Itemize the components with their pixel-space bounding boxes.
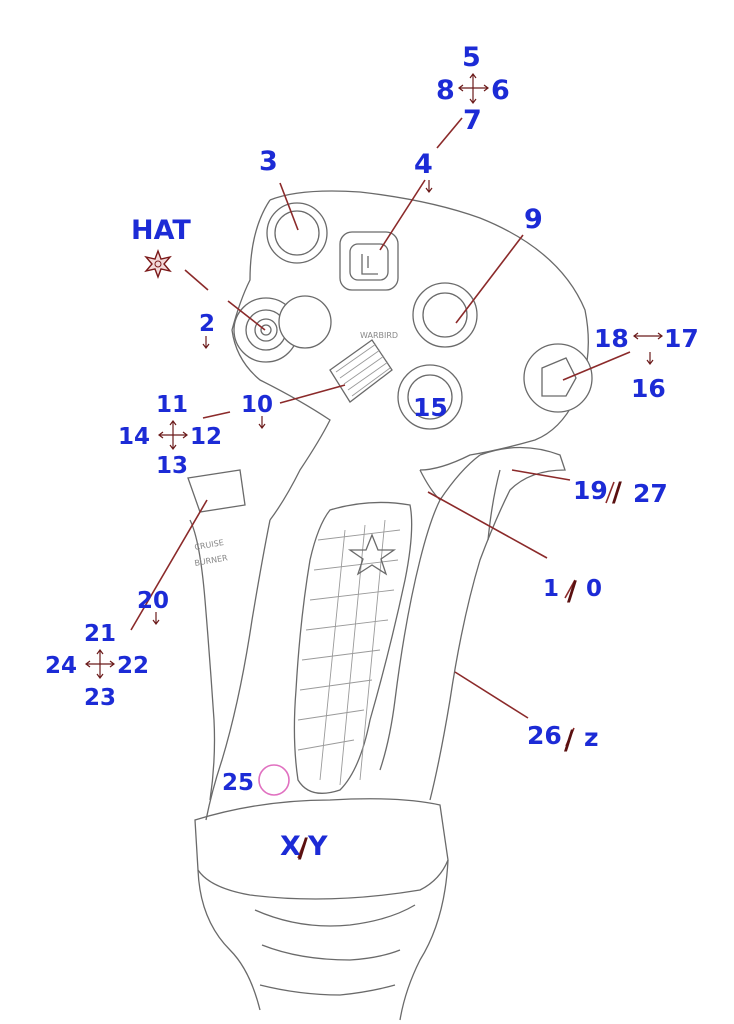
label-13: 13 <box>156 453 188 479</box>
button-25-marker <box>258 764 290 796</box>
slash: / <box>567 576 577 607</box>
label-7: 7 <box>463 105 482 136</box>
label-16: 16 <box>631 374 666 403</box>
label-5: 5 <box>462 42 481 73</box>
joystick-illustration: WARBIRD CRUISE BURNER <box>187 190 593 1021</box>
label-2: 2 <box>199 311 215 337</box>
four-way-arrow-icon <box>158 420 188 450</box>
svg-text:WARBIRD: WARBIRD <box>360 331 398 340</box>
down-arrow-icon <box>258 416 266 429</box>
label-14: 14 <box>118 424 150 450</box>
label-1: 1 <box>543 576 559 602</box>
direction-arrows <box>85 73 663 796</box>
label-17: 17 <box>664 324 699 353</box>
label-26: 26 <box>527 721 562 750</box>
slash: / <box>298 833 308 864</box>
label-3: 3 <box>259 146 278 177</box>
label-12: 12 <box>190 424 222 450</box>
label-21: 21 <box>84 621 116 647</box>
hat-switch-icon <box>144 249 172 279</box>
left-right-arrow-icon <box>633 332 663 340</box>
leader-lines <box>130 117 631 859</box>
label-z: z <box>584 723 599 752</box>
four-way-arrow-icon <box>85 649 115 679</box>
label-10: 10 <box>241 392 273 418</box>
label-8: 8 <box>436 75 455 106</box>
label-19: 19 <box>573 476 608 505</box>
button-labels: 5 8 6 7 4 3 9 HAT 2 18 17 16 10 15 11 14… <box>45 42 699 864</box>
label-0: 0 <box>586 576 602 602</box>
label-x: X <box>280 831 301 862</box>
slash: / <box>564 725 574 756</box>
label-y: Y <box>307 831 328 862</box>
label-hat: HAT <box>131 215 191 246</box>
label-6: 6 <box>491 75 510 106</box>
label-27: 27 <box>633 479 668 508</box>
label-18: 18 <box>594 324 629 353</box>
label-24: 24 <box>45 653 77 679</box>
label-15: 15 <box>413 393 448 422</box>
label-23: 23 <box>84 685 116 711</box>
slash: / <box>612 477 622 508</box>
label-22: 22 <box>117 653 149 679</box>
down-arrow-icon <box>152 612 160 625</box>
down-arrow-icon <box>425 180 433 193</box>
label-11: 11 <box>156 392 188 418</box>
svg-text:BURNER: BURNER <box>194 553 229 568</box>
four-way-arrow-icon <box>458 73 489 104</box>
svg-text:CRUISE: CRUISE <box>194 538 225 552</box>
down-arrow-icon <box>202 336 210 349</box>
down-arrow-icon <box>646 352 654 365</box>
label-9: 9 <box>524 204 543 235</box>
label-25: 25 <box>222 770 254 796</box>
label-4: 4 <box>414 149 433 180</box>
label-20: 20 <box>137 588 169 614</box>
